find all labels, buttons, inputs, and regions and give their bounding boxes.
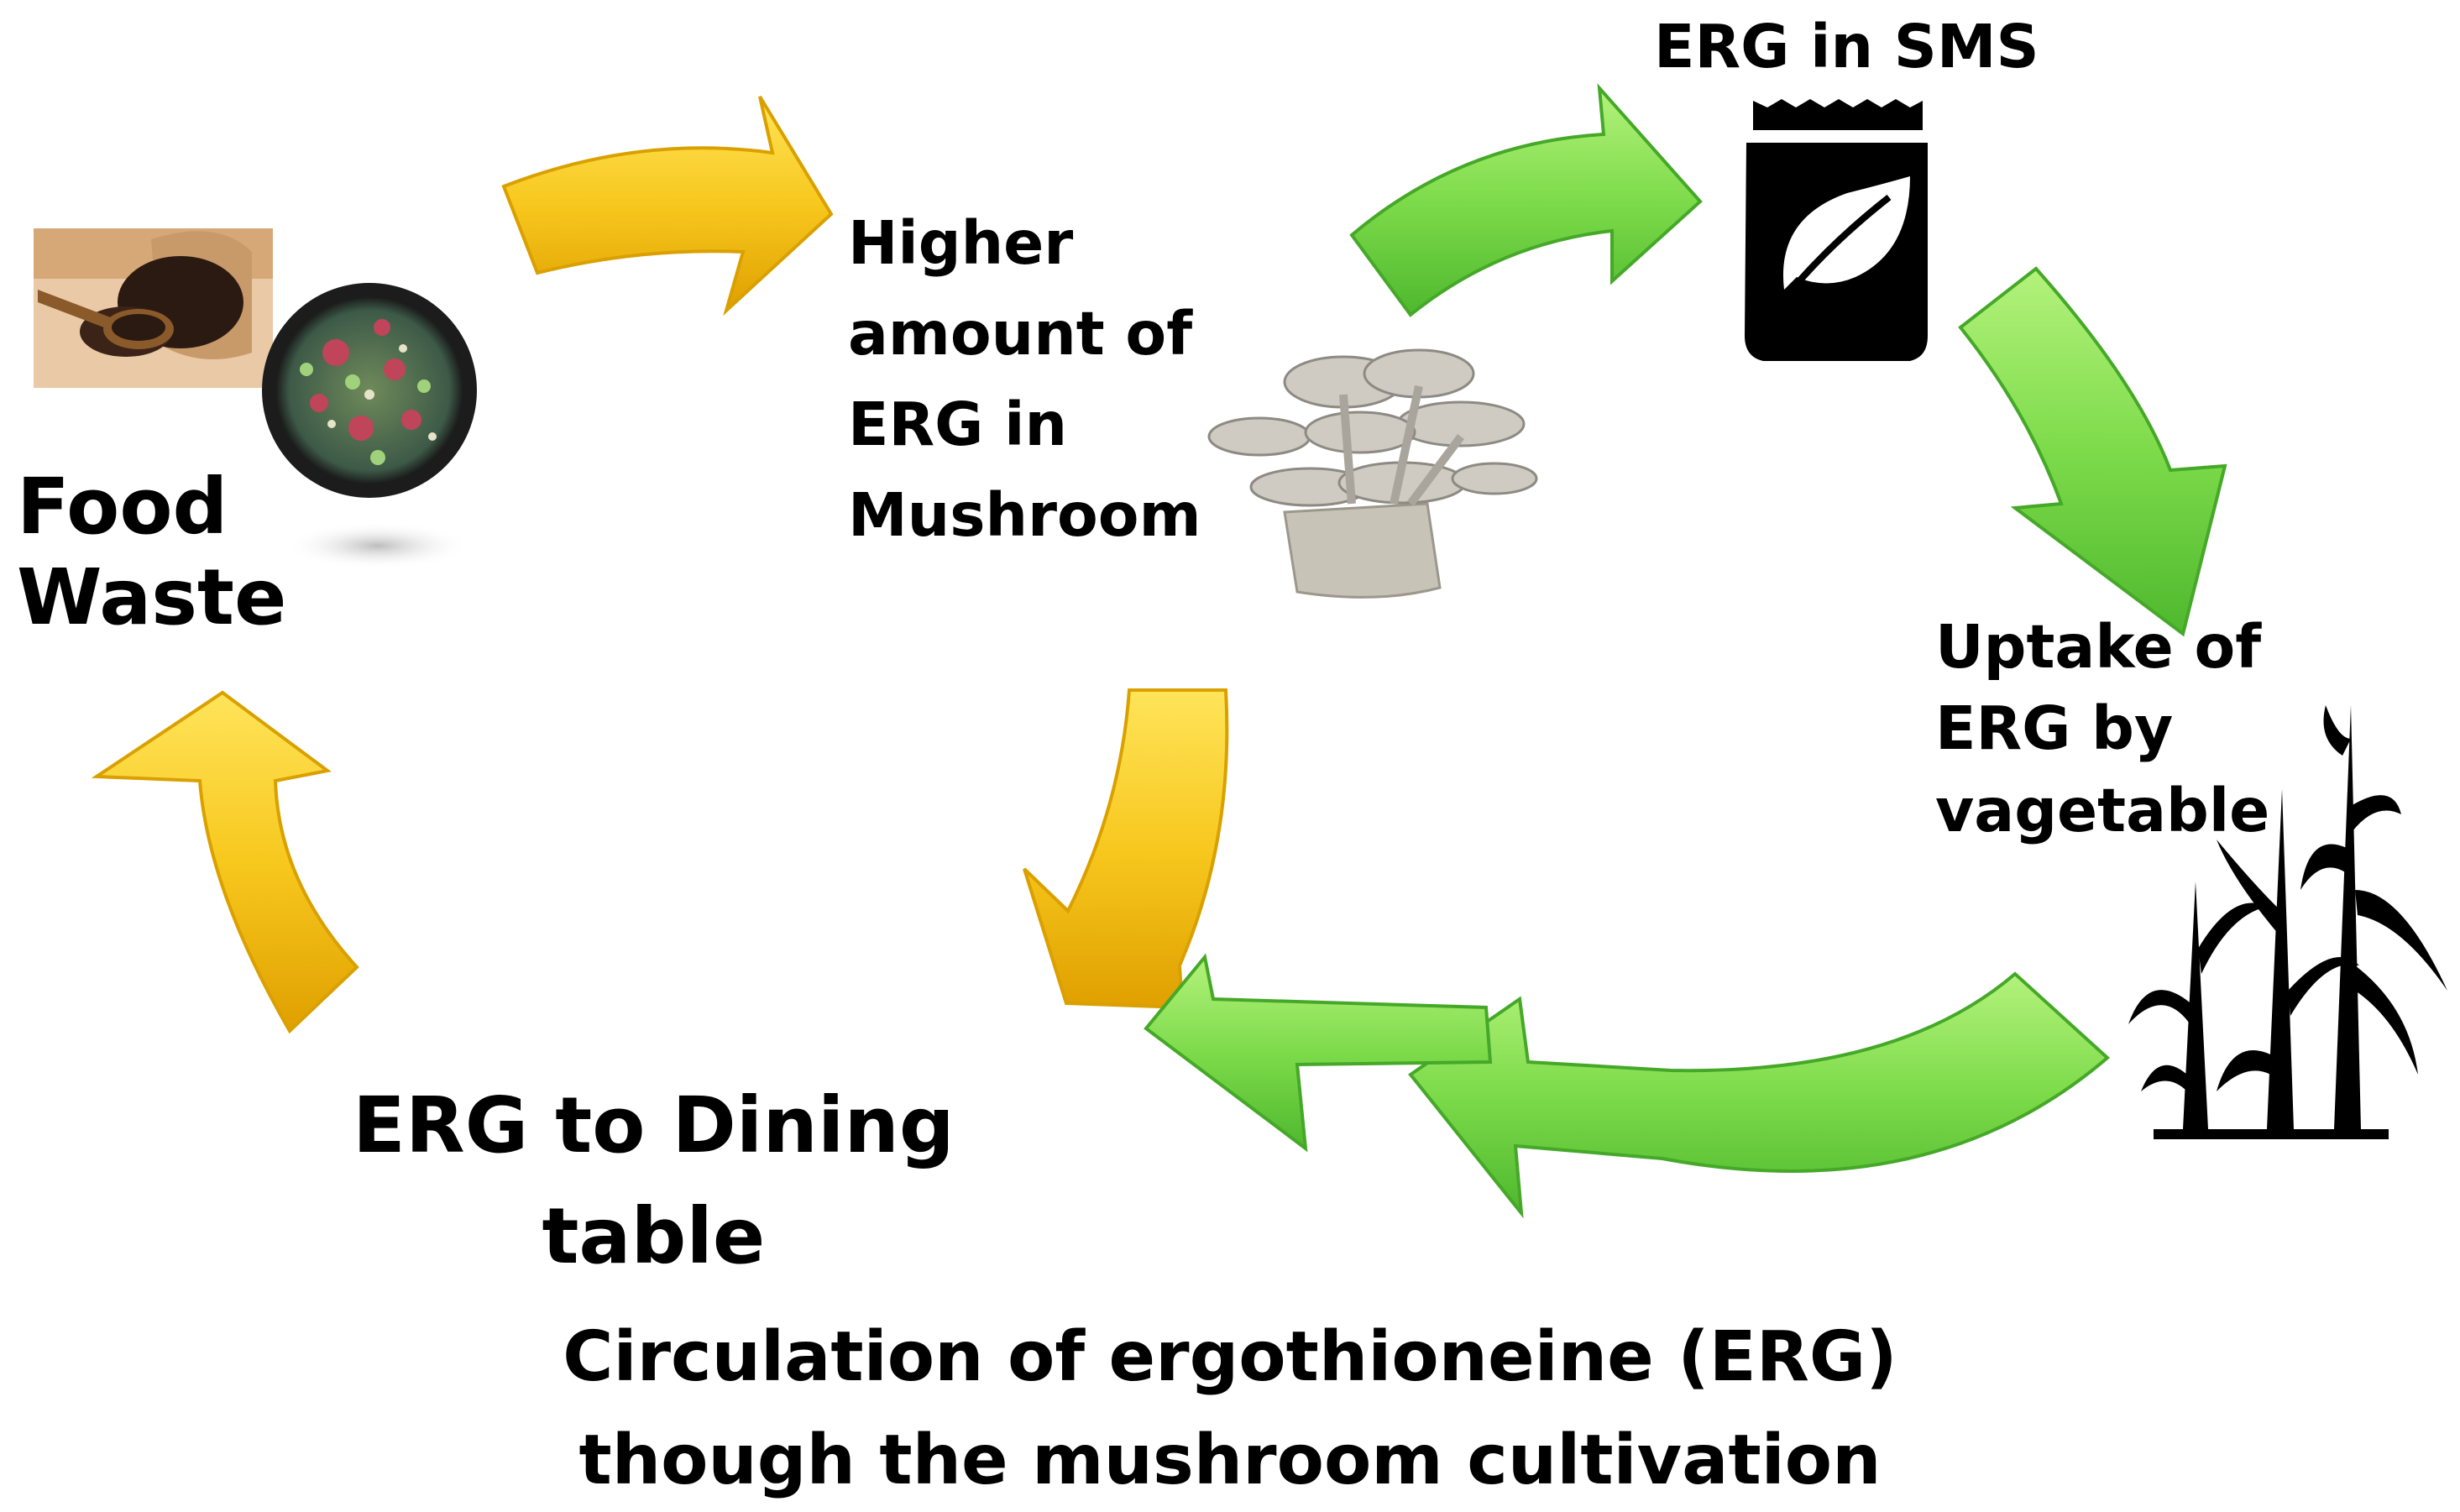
fertilizer-bag-icon: [1745, 99, 1928, 361]
label-uptake-line-3: vagetable: [1935, 775, 2270, 845]
label-dining-line-2: table: [542, 1191, 766, 1282]
label-uptake-line-1: Uptake of: [1935, 612, 2262, 682]
coffee-grounds-photo: [34, 228, 273, 388]
figure-caption-line-1: Circulation of ergothioneine (ERG): [563, 1317, 1897, 1397]
corn-plant-icon: [2128, 705, 2447, 1139]
mushroom-photo: [1207, 348, 1538, 599]
arrow-mushroom-to-dining: [1023, 688, 1229, 1010]
label-dining-line-1: ERG to Dining: [353, 1080, 955, 1170]
figure-caption: Circulation of ergothioneine (ERG) thoug…: [0, 1305, 2460, 1512]
label-food-waste-line-1: Food: [17, 462, 228, 552]
arrow-food-to-mushroom: [501, 95, 834, 317]
label-dining: ERG to Dining table: [353, 1070, 955, 1293]
label-higher-amount-line-4: Mushroom: [848, 479, 1201, 550]
label-higher-amount-line-2: amount of: [848, 298, 1193, 369]
label-higher-amount: Higher amount of ERG in Mushroom: [848, 198, 1201, 561]
leaf-icon: [1782, 176, 1910, 296]
arrow-vegetable-to-dining: [1144, 953, 2111, 1219]
arrow-mushroom-to-sms: [1349, 83, 1703, 317]
label-food-waste-line-2: Waste: [17, 552, 287, 642]
label-uptake: Uptake of ERG by vagetable: [1935, 606, 2269, 851]
label-higher-amount-line-1: Higher: [848, 208, 1074, 278]
label-uptake-line-2: ERG by: [1935, 693, 2174, 764]
vegetable-bowl-photo: [262, 283, 477, 569]
arrow-dining-to-food: [91, 690, 359, 1034]
figure-caption-line-2: though the mushroom cultivation: [578, 1420, 1882, 1500]
label-erg-in-sms: ERG in SMS: [1654, 12, 2039, 81]
arrow-sms-to-vegetable: [1958, 266, 2227, 637]
label-higher-amount-line-3: ERG in: [848, 389, 1068, 459]
label-food-waste: Food Waste: [17, 462, 286, 642]
